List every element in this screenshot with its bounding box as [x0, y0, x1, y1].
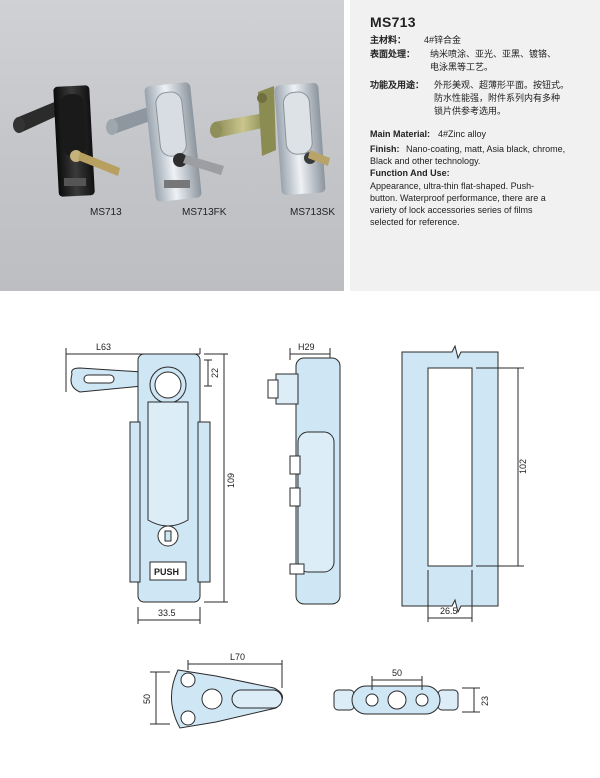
dim-bottom-left-length: L70 [230, 652, 245, 662]
technical-drawings: L63 22 109 33.5 PUSH H29 102 26.5 L70 50… [0, 292, 600, 773]
product-photo-panel: MS713 MS713FK MS713SK [0, 0, 344, 291]
dim-bottom-left-height: 50 [142, 694, 152, 704]
en-material-value: 4#Zinc alloy [438, 129, 487, 139]
dim-side-depth: H29 [298, 342, 315, 352]
front-dimensions [65, 348, 228, 624]
drawing-canvas: L63 22 109 33.5 PUSH H29 102 26.5 L70 50… [65, 342, 528, 729]
bottom-left-view [150, 660, 283, 729]
caption-ms713: MS713 [90, 207, 122, 218]
cn-material-value: 4#锌合金 [424, 35, 462, 45]
cn-finish-label: 表面处理： [370, 49, 416, 59]
en-use-label: Function And Use: [370, 168, 450, 178]
ms713sk-lock-photo [210, 82, 330, 196]
cn-material-label: 主材料： [370, 35, 407, 45]
en-finish-value-2: Black and other technology. [370, 156, 481, 166]
ms713-lock-photo [13, 85, 120, 197]
spec-panel: MS713 主材料： 4#锌合金 表面处理： 纳米喷涂、亚光、亚黑、镀铬、 电泳… [350, 0, 600, 291]
cn-use-label: 功能及用途： [370, 80, 425, 90]
cn-use-value-2: 防水性能强，附件系列内有多种 [434, 93, 561, 103]
cn-use-value-1: 外形美观、超薄形平面。按钮式。 [434, 80, 570, 90]
en-use-value-1: Appearance, ultra-thin flat-shaped. Push… [370, 181, 535, 191]
side-view [267, 348, 341, 605]
dim-cutout-height: 102 [518, 459, 528, 474]
cn-use-value-3: 锁片供参考选用。 [434, 106, 507, 116]
dim-front-offset-top: 22 [210, 368, 220, 378]
dim-front-width-top: L63 [96, 342, 111, 352]
bottom-right-view [333, 676, 480, 715]
push-label: PUSH [154, 567, 179, 577]
en-material-label: Main Material: [370, 129, 431, 139]
dim-front-width-bottom: 33.5 [158, 608, 176, 618]
front-view [70, 353, 211, 603]
cn-finish-value-1: 纳米喷涂、亚光、亚黑、镀铬、 [430, 49, 557, 59]
caption-ms713fk: MS713FK [182, 207, 227, 218]
dim-cutout-width: 26.5 [440, 606, 458, 616]
cutout-view [401, 344, 524, 622]
caption-ms713sk: MS713SK [290, 207, 336, 218]
dim-front-height: 109 [226, 473, 236, 488]
en-finish-label: Finish: [370, 144, 400, 154]
dim-bottom-right-length: 50 [392, 668, 402, 678]
en-use-value-3: variety of lock accessories series of fi… [370, 205, 533, 215]
dim-bottom-right-height: 23 [480, 696, 490, 706]
product-photos [13, 82, 330, 202]
en-use-value-4: selected for reference. [370, 217, 460, 227]
model-title: MS713 [370, 14, 416, 30]
en-use-value-2: button. Waterproof performance, there ar… [370, 193, 546, 203]
cn-finish-value-2: 电泳黑等工艺。 [430, 62, 494, 72]
ms713fk-lock-photo [106, 82, 224, 202]
en-finish-value-1: Nano-coating, matt, Asia black, chrome, [406, 144, 566, 154]
